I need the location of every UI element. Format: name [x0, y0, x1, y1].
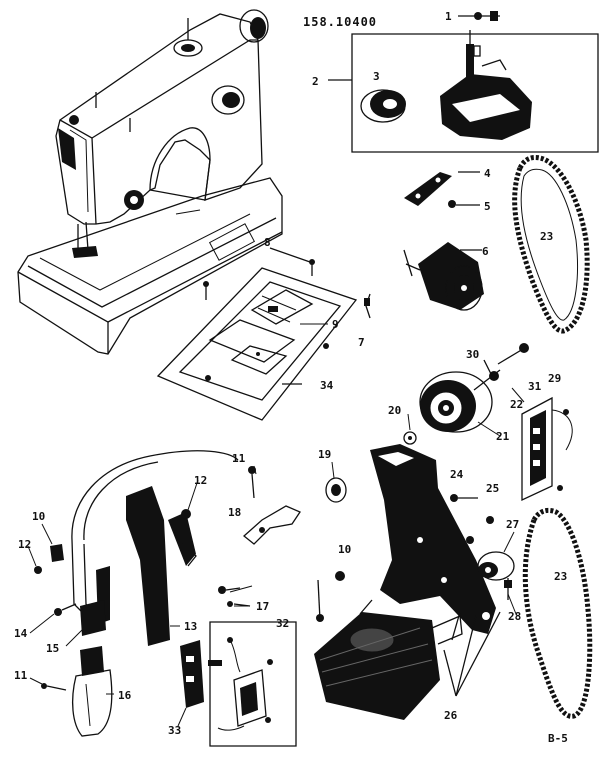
terminal-block — [521, 396, 573, 502]
callout-28: 28 — [508, 610, 521, 623]
callout-8: 8 — [264, 236, 271, 249]
callout-30: 30 — [466, 348, 479, 361]
callout-11-bottom: 11 — [14, 669, 28, 682]
page-reference: B-5 — [548, 732, 568, 745]
collar-part-27 — [477, 551, 515, 600]
motor-pulley-part-6 — [403, 242, 484, 311]
wiring — [34, 450, 239, 646]
callout-26: 26 — [444, 709, 458, 722]
callout-24: 24 — [450, 468, 464, 481]
slide-bracket — [404, 171, 480, 208]
callout-22: 22 — [510, 398, 523, 411]
callout-20: 20 — [388, 404, 401, 417]
accessory-kit — [328, 30, 599, 153]
callout-12-left: 12 — [18, 538, 31, 551]
callout-10-mid: 10 — [338, 543, 351, 556]
belt-upper — [512, 155, 590, 334]
callout-29: 29 — [548, 372, 561, 385]
callout-34: 34 — [320, 379, 334, 392]
callout-13: 13 — [184, 620, 197, 633]
model-number: 158.10400 — [303, 15, 377, 29]
screws-10-17 — [218, 571, 345, 622]
callout-12-right: 12 — [194, 474, 207, 487]
callout-10-left: 10 — [32, 510, 45, 523]
callout-2: 2 — [312, 75, 319, 88]
callout-5: 5 — [484, 200, 491, 213]
callout-32: 32 — [276, 617, 289, 630]
callout-15: 15 — [46, 642, 59, 655]
callout-17-lower: 17 — [256, 600, 269, 613]
callout-23-lower: 23 — [554, 570, 567, 583]
callout-6: 6 — [482, 245, 489, 258]
callout-4: 4 — [484, 167, 491, 180]
callout-19: 19 — [318, 448, 331, 461]
callout-1: 1 — [445, 10, 452, 23]
belt-lower — [522, 507, 593, 719]
callout-27: 27 — [506, 518, 519, 531]
callout-3: 3 — [373, 70, 380, 83]
callout-21: 21 — [496, 430, 510, 443]
callout-16: 16 — [118, 689, 132, 702]
callout-25: 25 — [486, 482, 499, 495]
callout-14: 14 — [14, 627, 28, 640]
callout-11-top: 11 — [232, 452, 246, 465]
sewing-machine — [17, 9, 283, 355]
callout-18: 18 — [228, 506, 241, 519]
light-bulb — [41, 646, 113, 737]
callout-labels: 1 2 3 4 5 6 8 9 7 34 30 31 29 22 20 21 2… — [14, 10, 567, 737]
motor-pulley-assembly — [403, 343, 529, 445]
motor-bracket — [325, 444, 496, 634]
cover-plate — [156, 247, 371, 421]
callout-33: 33 — [168, 724, 181, 737]
screws-25 — [450, 494, 494, 544]
callout-7: 7 — [358, 336, 365, 349]
bracket-18 — [242, 466, 301, 545]
callout-31: 31 — [528, 380, 542, 393]
switch-box — [180, 621, 297, 747]
part-14-15 — [54, 600, 106, 636]
callout-23-upper: 23 — [540, 230, 553, 243]
screw-part-1 — [458, 11, 500, 21]
motor — [314, 599, 501, 720]
leader-lines — [27, 387, 525, 727]
callout-9: 9 — [332, 318, 339, 331]
